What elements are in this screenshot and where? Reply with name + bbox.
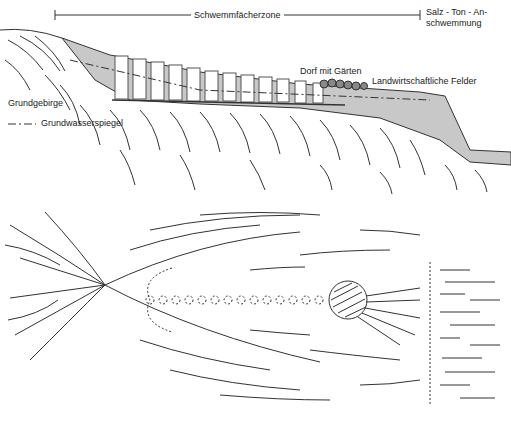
region-label: Grundgebirge [8, 98, 63, 109]
legend: Grundwasserspiegel [8, 118, 123, 129]
legend-entry: Grundwasserspiegel [8, 118, 123, 129]
legend-sample [8, 120, 38, 128]
place-label: Dorf mit Gärten [300, 66, 362, 77]
legend-text: Grundwasserspiegel [41, 118, 123, 128]
place-label: Landwirtschaftliche Felder [372, 76, 477, 87]
zone-label: Schwemmfächerzone [191, 10, 284, 21]
zone-label: Salz - Ton - An- schwemmung [426, 7, 506, 29]
